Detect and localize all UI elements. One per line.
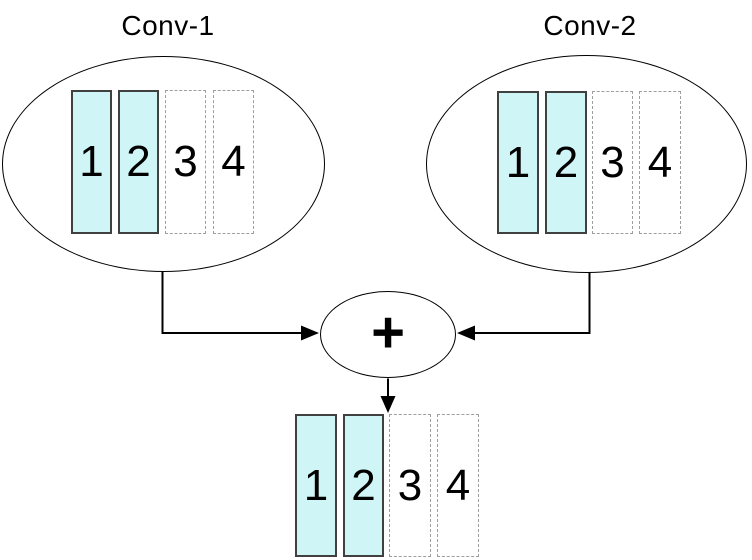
- channel-label: 1: [505, 137, 531, 187]
- channel-label: 4: [647, 137, 673, 187]
- conv1-channel-4: 4: [213, 90, 254, 234]
- conv1-title-label: Conv-1: [121, 10, 215, 41]
- sum-ellipse: [320, 291, 456, 378]
- channel-label: 2: [553, 137, 579, 187]
- output-channel-4: 4: [437, 414, 479, 557]
- arrow-conv1-to-sum-head: [301, 325, 319, 341]
- conv1-channel-3: 3: [165, 90, 206, 234]
- output-channel-2: 2: [343, 414, 384, 557]
- arrow-conv2-to-sum-line: [475, 272, 591, 334]
- conv2-title-label: Conv-2: [543, 10, 637, 41]
- channel-label: 2: [126, 137, 151, 186]
- channel-label: 1: [303, 460, 329, 510]
- output-channel-3: 3: [389, 414, 431, 557]
- conv1-channel-2: 2: [118, 90, 159, 234]
- channel-label: 3: [397, 460, 423, 510]
- arrow-conv1-to-sum-line: [161, 271, 301, 334]
- arrow-conv2-to-sum-head: [457, 325, 475, 341]
- channel-label: 4: [221, 137, 246, 186]
- conv2-channel-4: 4: [639, 91, 681, 234]
- conv2-channel-3: 3: [592, 91, 633, 234]
- plus-operator-label: +: [371, 300, 405, 365]
- conv2-channel-2: 2: [545, 91, 587, 234]
- channel-label: 1: [79, 137, 104, 186]
- channel-label: 4: [445, 460, 471, 510]
- conv1-ellipse: [2, 56, 325, 272]
- channel-label: 3: [600, 137, 625, 187]
- conv1-channel-1: 1: [71, 90, 112, 234]
- output-channel-1: 1: [295, 414, 337, 557]
- channel-label: 2: [351, 460, 376, 510]
- conv2-channel-1: 1: [497, 91, 539, 234]
- channel-label: 3: [173, 137, 198, 186]
- arrow-sum-to-output-head: [380, 396, 396, 413]
